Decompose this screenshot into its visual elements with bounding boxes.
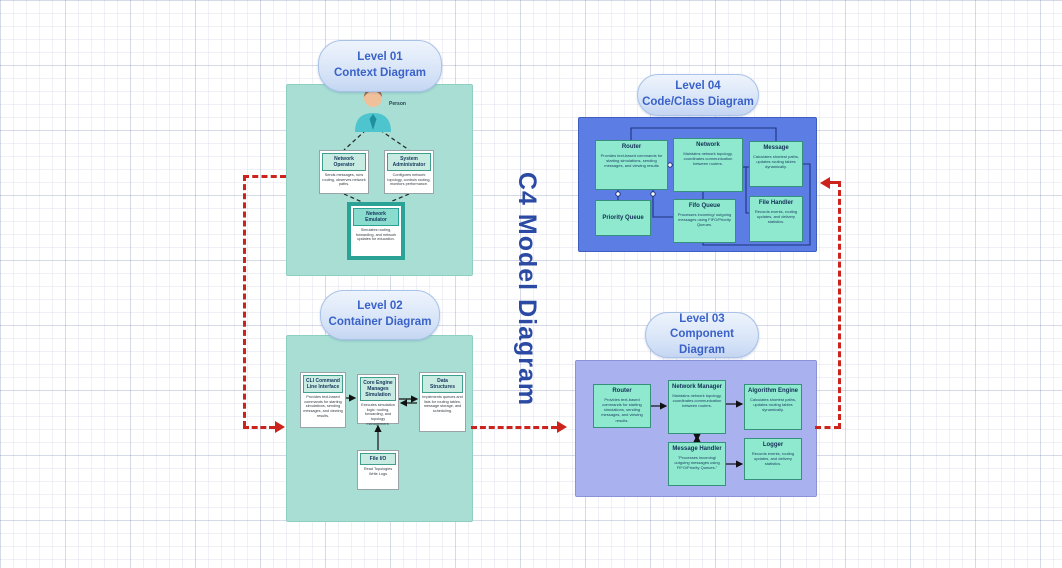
level01-bubble-line2: Context Diagram bbox=[333, 67, 427, 79]
node-l4-router[interactable]: Router Provides text-based commands for … bbox=[595, 140, 668, 190]
node-desc: Maintains network topology, coordinates … bbox=[672, 392, 722, 409]
node-desc: Executes simulation logic: routing, forw… bbox=[361, 403, 395, 426]
node-cli[interactable]: CLI Command Line Interface Provides text… bbox=[300, 372, 346, 428]
node-desc: Provides text-based commands for startin… bbox=[303, 395, 343, 418]
node-desc: Processes incoming/ outgoing messages us… bbox=[677, 211, 732, 228]
node-l3-logger[interactable]: Logger Records events, routing updates, … bbox=[744, 438, 802, 480]
node-l4-network[interactable]: Network Maintains network topology, coor… bbox=[673, 138, 743, 192]
node-title: Network Emulator bbox=[353, 208, 399, 226]
node-desc: Provides text-based commands for startin… bbox=[601, 396, 643, 423]
node-l4-file-handler[interactable]: File Handler Records events, routing upd… bbox=[749, 196, 803, 242]
node-l3-message-handler[interactable]: Message Handler "Processes incoming/ out… bbox=[668, 442, 726, 486]
node-network-emulator[interactable]: Network Emulator Simulates routing, forw… bbox=[347, 202, 405, 260]
node-title: Router bbox=[621, 144, 642, 150]
node-desc: Calculates shortest paths, updates routi… bbox=[752, 153, 800, 170]
flow-l1-to-l2-bottom bbox=[243, 426, 275, 429]
level04-bubble-line2: Code/Class Diagram bbox=[642, 96, 754, 108]
node-l3-algorithm-engine[interactable]: Algorithm Engine Calculates shortest pat… bbox=[744, 384, 802, 430]
level04-bubble-line1: Level 04 bbox=[675, 80, 721, 93]
flow-l2-to-l3 bbox=[471, 426, 557, 429]
node-desc: Configures network topology, controls ro… bbox=[387, 173, 431, 187]
node-desc: Records events, routing updates, and del… bbox=[754, 208, 798, 225]
node-desc: Records events, routing updates, and del… bbox=[751, 450, 795, 467]
flow-l1-to-l2-top bbox=[243, 175, 286, 178]
node-title: File Handler bbox=[758, 200, 794, 206]
flow-arrow-into-l3 bbox=[557, 421, 567, 433]
level04-bubble[interactable]: Level 04 Code/Class Diagram bbox=[637, 74, 759, 116]
node-desc: Read Topologies Write Logs bbox=[363, 467, 393, 476]
node-desc: Implements queues and lists for routing … bbox=[422, 395, 463, 414]
level03-bubble-line2: Component Diagram bbox=[670, 328, 734, 356]
node-l3-router[interactable]: Router Provides text-based commands for … bbox=[593, 384, 651, 428]
node-system-administrator[interactable]: System Administrator Configures network … bbox=[384, 150, 434, 194]
node-desc: Maintains network topology, coordinates … bbox=[683, 150, 733, 167]
flow-arrow-into-l2 bbox=[275, 421, 285, 433]
node-title: Network Manager bbox=[671, 384, 722, 390]
node-l3-network-manager[interactable]: Network Manager Maintains network topolo… bbox=[668, 380, 726, 434]
node-desc: "Processes incoming/ outgoing messages u… bbox=[674, 454, 720, 471]
node-l4-message[interactable]: Message Calculates shortest paths, updat… bbox=[749, 141, 803, 187]
node-title: System Administrator bbox=[387, 153, 431, 171]
flow-l3-to-l4-top bbox=[830, 181, 840, 184]
node-desc: Provides text-based commands for startin… bbox=[600, 152, 663, 169]
level02-bubble-line2: Container Diagram bbox=[328, 316, 432, 328]
flow-l3-to-l4-vertical bbox=[838, 181, 841, 429]
node-title: Message Handler bbox=[672, 446, 722, 452]
node-title: CLI Command Line Interface bbox=[303, 375, 343, 393]
level02-bubble-line1: Level 02 bbox=[357, 300, 403, 313]
node-title: Network bbox=[696, 142, 720, 148]
node-file-io[interactable]: File I/O Read Topologies Write Logs bbox=[357, 450, 399, 490]
node-title: Router bbox=[612, 388, 632, 394]
flow-arrow-into-l4 bbox=[820, 177, 830, 189]
person-icon[interactable] bbox=[351, 86, 395, 132]
node-l4-fifo-queue[interactable]: Fifo Queue Processes incoming/ outgoing … bbox=[673, 199, 736, 243]
level01-bubble-line1: Level 01 bbox=[357, 51, 403, 64]
node-l4-priority-queue[interactable]: Priority Queue bbox=[595, 200, 651, 236]
node-title: Logger bbox=[762, 442, 784, 448]
level01-bubble[interactable]: Level 01 Context Diagram bbox=[318, 40, 442, 92]
level02-bubble[interactable]: Level 02 Container Diagram bbox=[320, 290, 440, 340]
node-title: Priority Queue bbox=[602, 214, 644, 221]
person-label: Person bbox=[389, 101, 406, 107]
flow-l1-to-l2-vertical bbox=[243, 175, 246, 427]
page-title: C4 Model Diagram bbox=[513, 172, 541, 407]
node-title: Message bbox=[763, 145, 789, 151]
node-title: Network Operator bbox=[322, 153, 366, 171]
node-title: Core Engine Manages Simulation bbox=[360, 377, 396, 401]
node-data-structures[interactable]: Data Structures Implements queues and li… bbox=[419, 372, 466, 432]
node-title: Data Structures bbox=[422, 375, 463, 393]
node-desc: Calculates shortest paths, updates routi… bbox=[749, 396, 797, 413]
node-title: Algorithm Engine bbox=[748, 388, 798, 394]
level03-bubble[interactable]: Level 03 Component Diagram bbox=[645, 312, 759, 358]
node-desc: Simulates routing, forwarding, and netwo… bbox=[355, 228, 397, 242]
flow-l3-to-l4-bottom bbox=[815, 426, 840, 429]
node-title: File I/O bbox=[360, 453, 396, 465]
node-network-operator[interactable]: Network Operator Sends messages, runs ro… bbox=[319, 150, 369, 194]
node-title: Fifo Queue bbox=[688, 203, 721, 209]
node-core-engine[interactable]: Core Engine Manages Simulation Executes … bbox=[357, 374, 399, 426]
level03-bubble-line1: Level 03 bbox=[679, 312, 725, 325]
node-desc: Sends messages, runs routing, observes n… bbox=[322, 173, 366, 187]
